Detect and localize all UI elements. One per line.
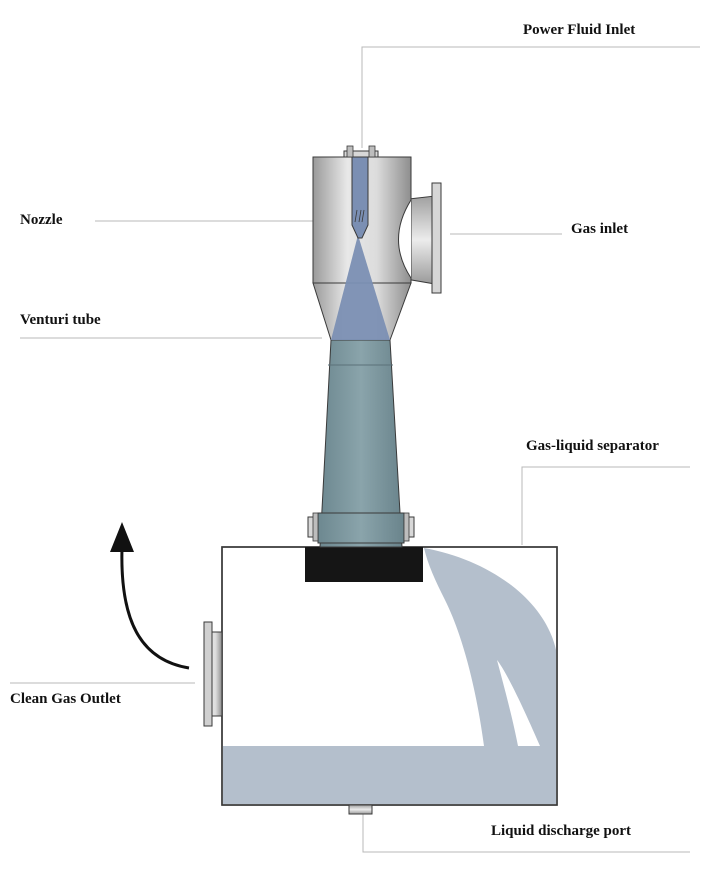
label-nozzle: Nozzle — [20, 212, 63, 228]
venturi-flange — [307, 512, 415, 544]
leader-liquid-discharge-port — [362, 814, 690, 853]
gas-inlet-flange — [431, 182, 442, 294]
label-venturi-tube: Venturi tube — [20, 312, 101, 328]
bolt-icon — [403, 512, 415, 542]
label-clean-gas-outlet: Clean Gas Outlet — [10, 691, 121, 707]
liquid-spray — [424, 548, 556, 746]
label-liquid-discharge-port: Liquid discharge port — [491, 823, 632, 839]
leader-power-fluid-inlet — [361, 46, 700, 148]
label-gas-liquid-separator: Gas-liquid separator — [526, 438, 659, 454]
liquid-discharge-port-pipe — [348, 804, 373, 815]
leader-lines — [10, 46, 700, 853]
nozzle — [351, 151, 369, 239]
clean-gas-flow-arrow-icon — [110, 522, 190, 670]
liquid-pool — [223, 746, 556, 804]
clean-gas-outlet-flange — [203, 621, 223, 727]
jet-cone — [331, 235, 390, 340]
leader-gas-liquid-separator — [521, 466, 690, 545]
bolt-icon — [307, 512, 319, 542]
label-gas-inlet: Gas inlet — [571, 221, 629, 237]
separator-tank — [221, 546, 558, 806]
seal-block — [305, 547, 423, 582]
power-fluid-inlet-fitting — [343, 145, 379, 158]
label-power-fluid-inlet: Power Fluid Inlet — [523, 22, 636, 38]
